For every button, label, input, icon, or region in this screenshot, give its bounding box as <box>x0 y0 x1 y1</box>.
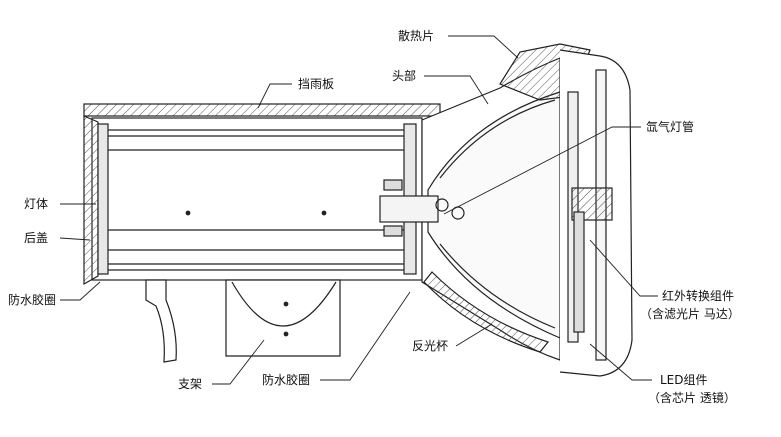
label-led-module-line1: LED组件 <box>660 373 708 387</box>
label-heat-sink: 散热片 <box>398 29 435 43</box>
label-xenon-tube: 氙气灯管 <box>646 120 695 134</box>
lamp-body-shape <box>91 117 423 281</box>
label-ir-module-line1: 红外转换组件 <box>662 289 735 303</box>
xenon-tube-shape <box>379 195 439 223</box>
label-lamp-body: 灯体 <box>24 197 49 211</box>
label-head: 头部 <box>392 69 417 83</box>
rear-cover-shape <box>83 115 99 286</box>
label-reflector: 反光杯 <box>412 339 449 353</box>
rain-shield-shape <box>83 103 441 117</box>
label-rear-cover: 后盖 <box>24 231 49 245</box>
label-rain-shield: 挡雨板 <box>298 77 335 91</box>
label-bracket: 支架 <box>178 377 203 391</box>
label-waterproof-ring-bottom: 防水胶圈 <box>262 373 311 387</box>
label-ir-module-line2: （含滤光片 马达） <box>640 307 740 321</box>
label-led-module-line2: （含芯片 透镜） <box>648 391 736 405</box>
label-waterproof-ring-left: 防水胶圈 <box>8 293 57 307</box>
